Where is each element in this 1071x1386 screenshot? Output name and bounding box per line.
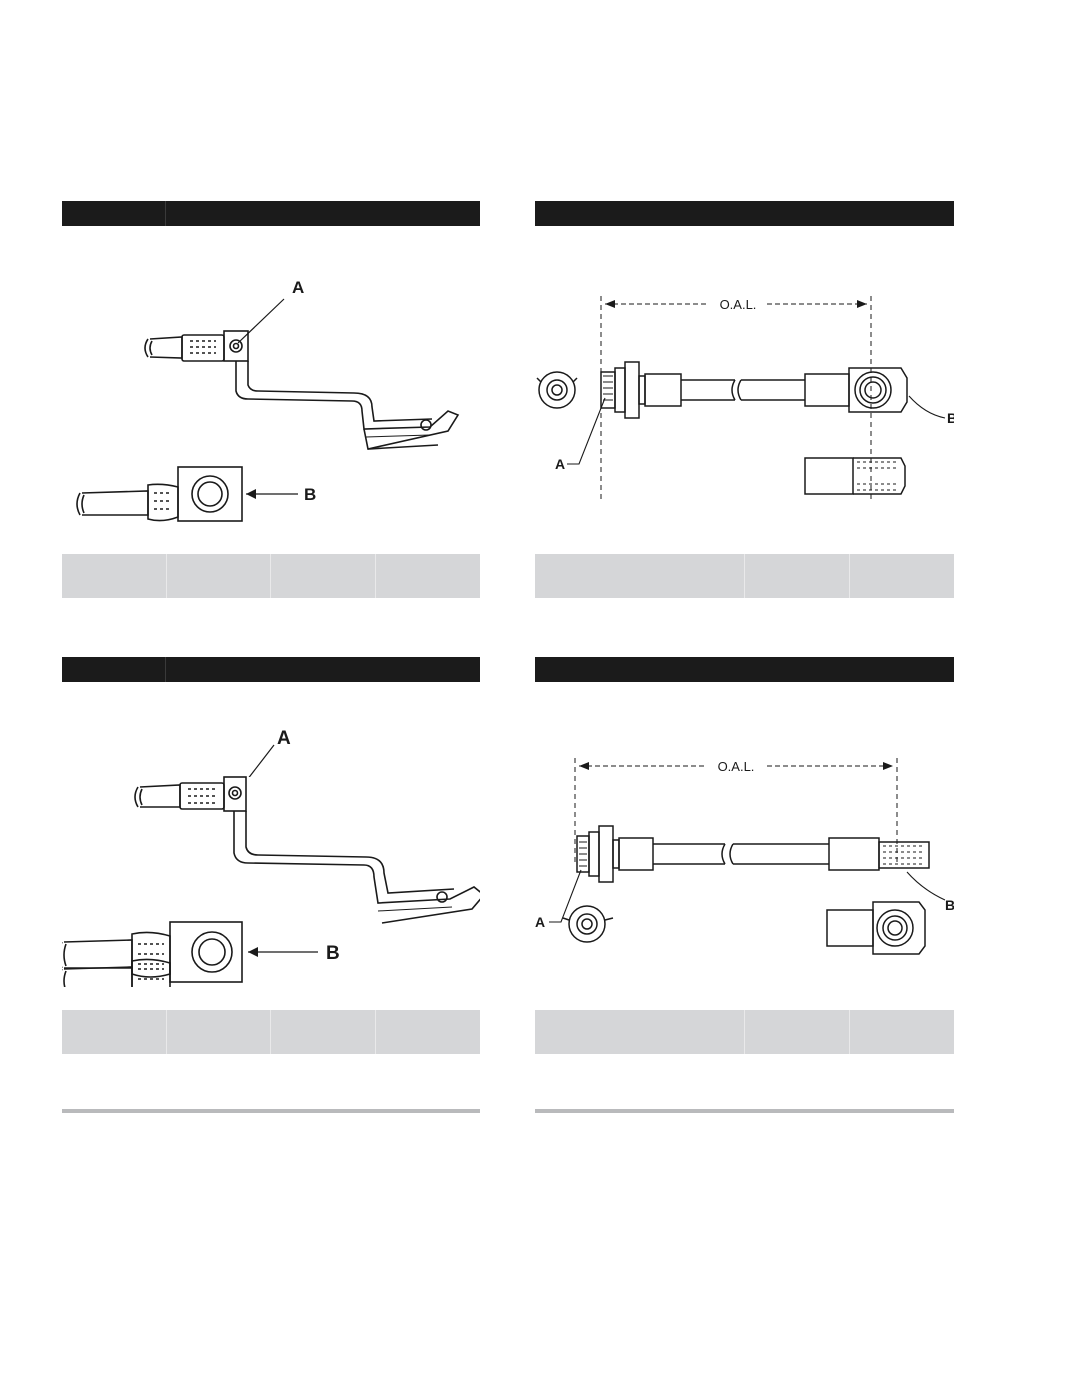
battery-cable-diagram-straight-terminal: B <box>62 921 340 983</box>
spec-table-band <box>62 1010 480 1054</box>
battery-cable-diagram-bent-terminal: A B <box>76 278 460 522</box>
spec-table-band <box>535 1010 954 1054</box>
footer-rule-right <box>535 1109 954 1113</box>
panel-header-bar <box>62 201 480 226</box>
battery-cable-diagram-bent-terminal <box>62 776 480 987</box>
callout-b: B <box>304 485 316 504</box>
callout-b: B <box>947 410 954 426</box>
panel-bottom-left: B A <box>62 657 480 1057</box>
callout-a: A <box>535 914 545 930</box>
panel-top-right: O.A.L. A B <box>535 201 954 598</box>
panel-header-bar <box>535 657 954 682</box>
callout-a: A <box>555 456 565 472</box>
panel-top-left: A B <box>62 201 480 598</box>
dimension-label: O.A.L. <box>718 759 755 774</box>
callout-a: A <box>292 278 304 297</box>
footer-rule-left <box>62 1109 480 1113</box>
dimension-label: O.A.L. <box>720 297 757 312</box>
spec-table-band <box>535 554 954 598</box>
spec-table-band <box>62 554 480 598</box>
brake-hose-diagram-straight-end: O.A.L. A B <box>535 758 954 955</box>
callout-a: A <box>277 728 291 749</box>
panel-bottom-right: O.A.L. A B <box>535 657 954 1057</box>
callout-b: B <box>945 897 954 913</box>
panel-header-bar <box>535 201 954 226</box>
brake-hose-diagram-banjo-end: O.A.L. A B <box>536 296 954 501</box>
callout-a-layer: A <box>248 728 291 777</box>
panel-header-bar <box>62 657 480 682</box>
callout-b: B <box>326 943 340 964</box>
